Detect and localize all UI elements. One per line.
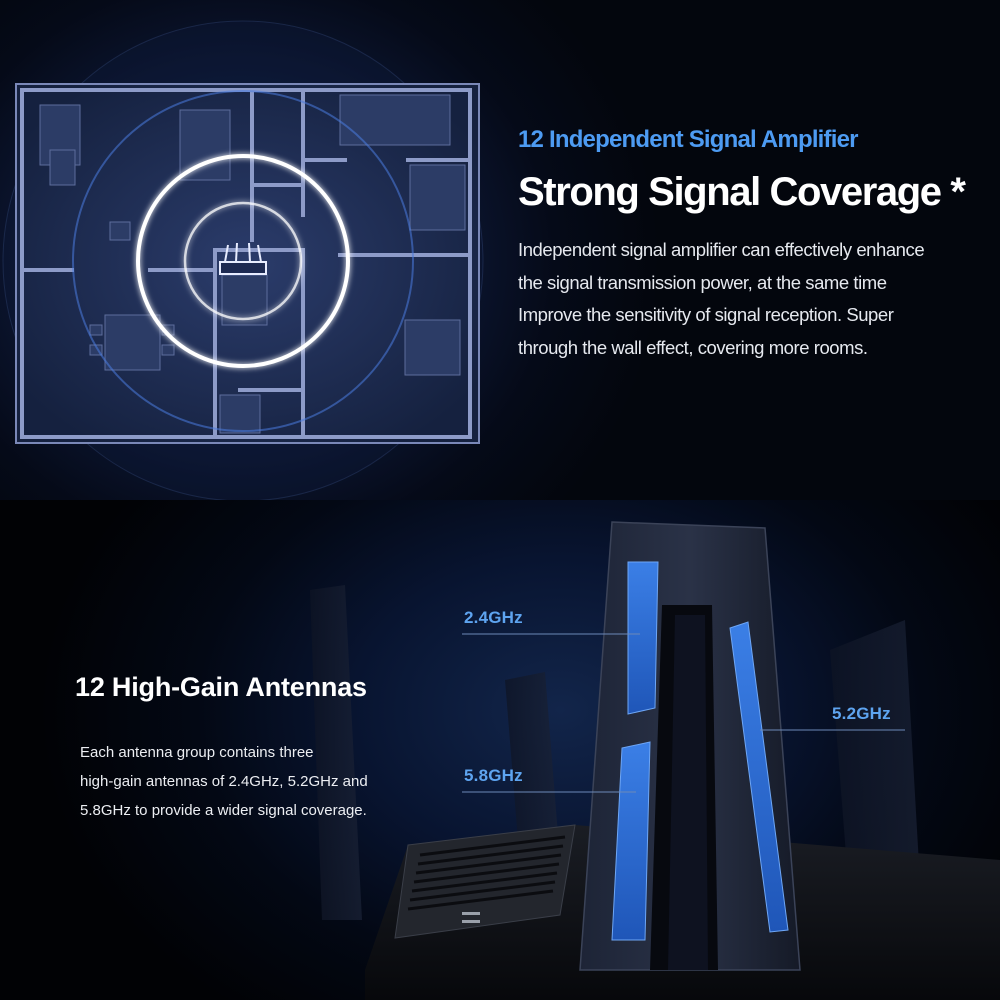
antenna-description-line: Each antenna group contains three	[80, 744, 314, 761]
floor-plan-walls	[20, 88, 472, 439]
band-label-2-4ghz: 2.4GHz	[464, 608, 523, 627]
signal-coverage-section: 12 Independent Signal Amplifier Strong S…	[0, 0, 1000, 500]
signal-title: Strong Signal Coverage *	[518, 170, 966, 214]
signal-ring-2	[136, 154, 350, 368]
signal-ring-3	[72, 90, 414, 432]
antenna-panel-5-2ghz	[729, 621, 789, 933]
antenna-title: 12 High-Gain Antennas	[75, 672, 367, 702]
band-label-5-2ghz: 5.2GHz	[832, 704, 891, 723]
band-leader-lines	[462, 633, 905, 793]
floor-plan-illustration	[2, 20, 484, 500]
antenna-section: 12 High-Gain Antennas Each antenna group…	[0, 500, 1000, 1000]
signal-description-line: through the wall effect, covering more r…	[518, 336, 868, 358]
signal-description-line: Improve the sensitivity of signal recept…	[518, 304, 894, 325]
signal-description-line: the signal transmission power, at the sa…	[518, 271, 887, 293]
router-product-image	[310, 521, 1000, 1000]
floor-plan-furniture	[39, 94, 466, 434]
signal-description: Independent signal amplifier can effecti…	[518, 234, 988, 364]
signal-text-block: 12 Independent Signal Amplifier Strong S…	[518, 126, 988, 364]
signal-ring-1	[183, 201, 303, 321]
antenna-description-line: 5.8GHz to provide a wider signal coverag…	[80, 802, 367, 819]
signal-tagline: 12 Independent Signal Amplifier	[518, 126, 859, 153]
band-label-5-8ghz: 5.8GHz	[464, 766, 523, 785]
antenna-panel-2-4ghz	[627, 561, 659, 715]
antenna-description-line: high-gain antennas of 2.4GHz, 5.2GHz and	[80, 773, 368, 790]
antenna-description: Each antenna group contains three high-g…	[80, 738, 420, 825]
wifi-router-icon	[219, 242, 267, 275]
signal-description-line: Independent signal amplifier can effecti…	[518, 239, 925, 260]
